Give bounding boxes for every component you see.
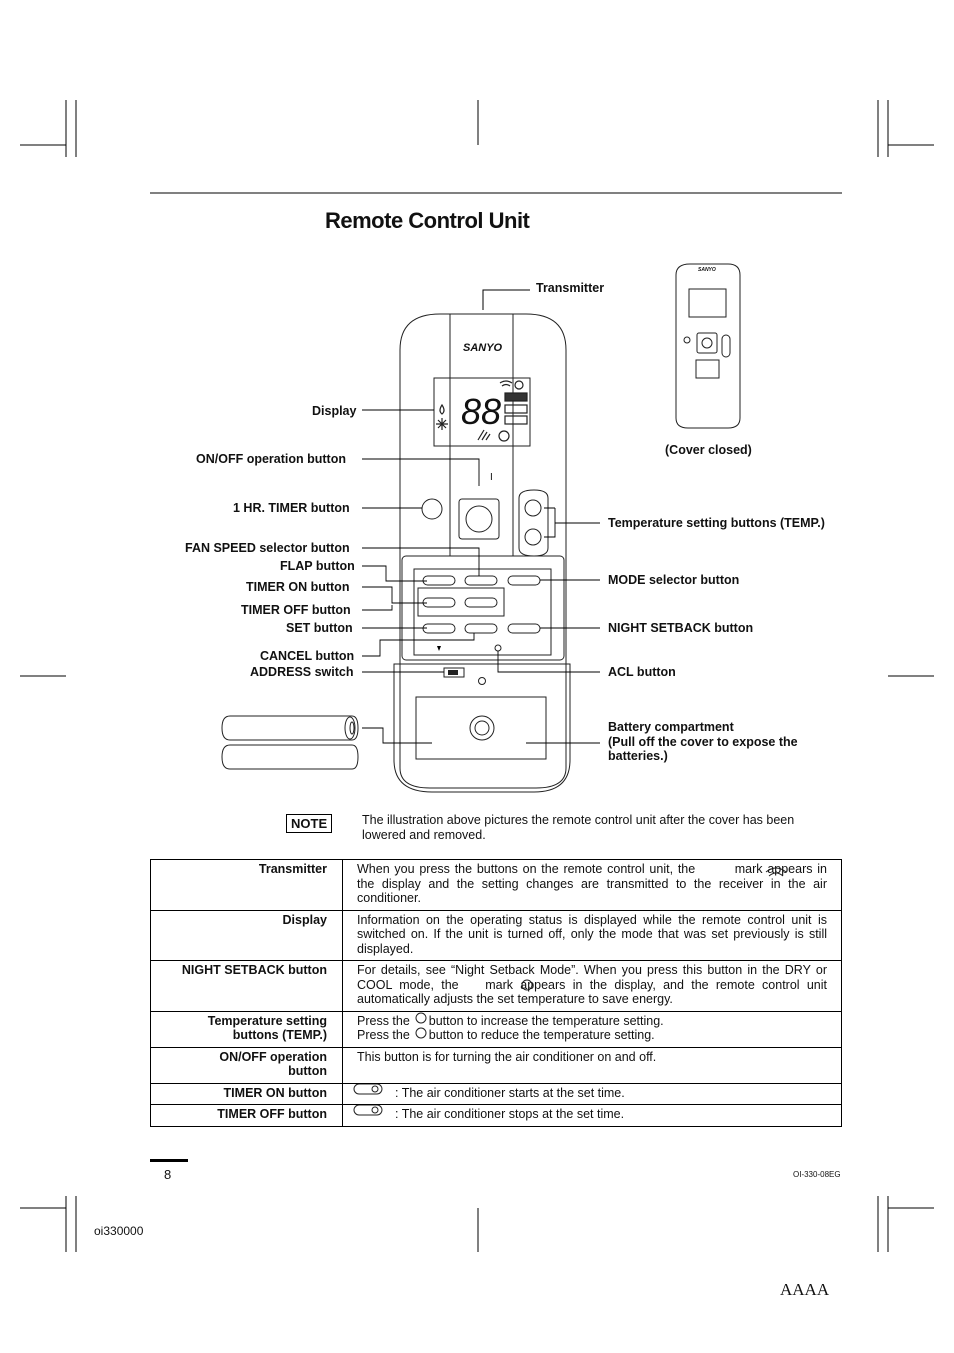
page-number: 8 — [164, 1167, 172, 1182]
label-night: NIGHT SETBACK button — [608, 621, 754, 635]
page-title: Remote Control Unit — [325, 208, 530, 233]
row-key-line: buttons (TEMP.) — [232, 1028, 327, 1042]
label-cancel: CANCEL button — [260, 649, 355, 663]
row-key: NIGHT SETBACK button — [150, 960, 343, 1012]
row-key: Transmitter — [150, 859, 343, 911]
row-key: TIMER ON button — [150, 1082, 343, 1105]
label-acl: ACL button — [608, 665, 676, 679]
label-cover-closed: (Cover closed) — [665, 443, 752, 457]
note-label: NOTE — [286, 814, 333, 833]
label-address: ADDRESS switch — [250, 665, 354, 679]
doc-code: OI-330-08EG — [793, 1170, 841, 1179]
remote-body — [393, 313, 571, 793]
row-text: For details, see “Night Setback Mode”. W… — [357, 963, 827, 992]
cover-brand: SANYO — [698, 267, 716, 273]
row-value: Information on the operating status is d… — [342, 909, 842, 961]
leader-lines — [362, 409, 600, 744]
label-transmitter: Transmitter — [536, 281, 605, 295]
table-row: Display Information on the operating sta… — [150, 909, 842, 961]
label-fan-speed: FAN SPEED selector button — [185, 541, 350, 555]
row-value: : The air conditioner starts at the set … — [342, 1082, 842, 1105]
label-battery-1: Battery compartment — [608, 720, 734, 734]
label-mode: MODE selector button — [608, 573, 740, 587]
row-value: : The air conditioner stops at the set t… — [342, 1104, 842, 1127]
file-name: oi330000 — [94, 1224, 144, 1238]
description-table: Transmitter When you press the buttons o… — [150, 859, 842, 1127]
row-text: Press the — [357, 1013, 410, 1028]
cover-closed-remote — [675, 263, 741, 429]
label-flap: FLAP button — [280, 559, 355, 573]
on-off-mark: I — [490, 472, 493, 483]
row-text: button to increase the temperature setti… — [428, 1013, 664, 1028]
row-text: mark appears in the display, and the rem… — [357, 977, 827, 1007]
row-text: mark appears in the display and the sett… — [357, 862, 827, 905]
label-battery-3: batteries.) — [608, 749, 668, 763]
batteries — [221, 715, 359, 770]
row-key: TIMER OFF button — [150, 1104, 343, 1127]
table-row: Transmitter When you press the buttons o… — [150, 859, 842, 911]
label-on-off: ON/OFF operation button — [196, 452, 346, 466]
table-row: TIMER ON button : The air conditioner st… — [150, 1082, 842, 1105]
table-row: TIMER OFF button : The air conditioner s… — [150, 1104, 842, 1127]
label-set: SET button — [286, 621, 353, 635]
row-key-line: ON/OFF operation — [219, 1049, 327, 1064]
label-battery-2: (Pull off the cover to expose the — [608, 735, 798, 749]
table-row: NIGHT SETBACK button For details, see “N… — [150, 960, 842, 1012]
row-key-line: button — [288, 1064, 327, 1078]
row-value: Press the button to increase the tempera… — [342, 1010, 842, 1048]
row-key-line: Temperature setting — [207, 1013, 327, 1028]
crop-marks — [20, 100, 934, 1252]
display-digits: 88 — [461, 391, 502, 432]
row-value: For details, see “Night Setback Mode”. W… — [342, 960, 842, 1012]
display-icons — [436, 380, 528, 442]
label-display: Display — [312, 404, 357, 418]
label-timer-on: TIMER ON button — [246, 580, 350, 594]
brand-logo: SANYO — [463, 342, 503, 354]
label-timer-off: TIMER OFF button — [241, 603, 351, 617]
row-text: button to reduce the temperature setting… — [428, 1028, 655, 1042]
page-rule — [150, 1159, 188, 1162]
row-value: When you press the buttons on the remote… — [342, 859, 842, 911]
row-text: When you press the buttons on the remote… — [357, 862, 696, 876]
row-key: Display — [150, 909, 343, 961]
label-one-hr-timer: 1 HR. TIMER button — [233, 501, 350, 515]
row-text: Press the — [357, 1028, 410, 1042]
row-value: This button is for turning the air condi… — [342, 1046, 842, 1084]
note-text: The illustration above pictures the remo… — [362, 813, 795, 842]
label-temp: Temperature setting buttons (TEMP.) — [608, 516, 825, 530]
marks: AAAA — [780, 1280, 830, 1299]
